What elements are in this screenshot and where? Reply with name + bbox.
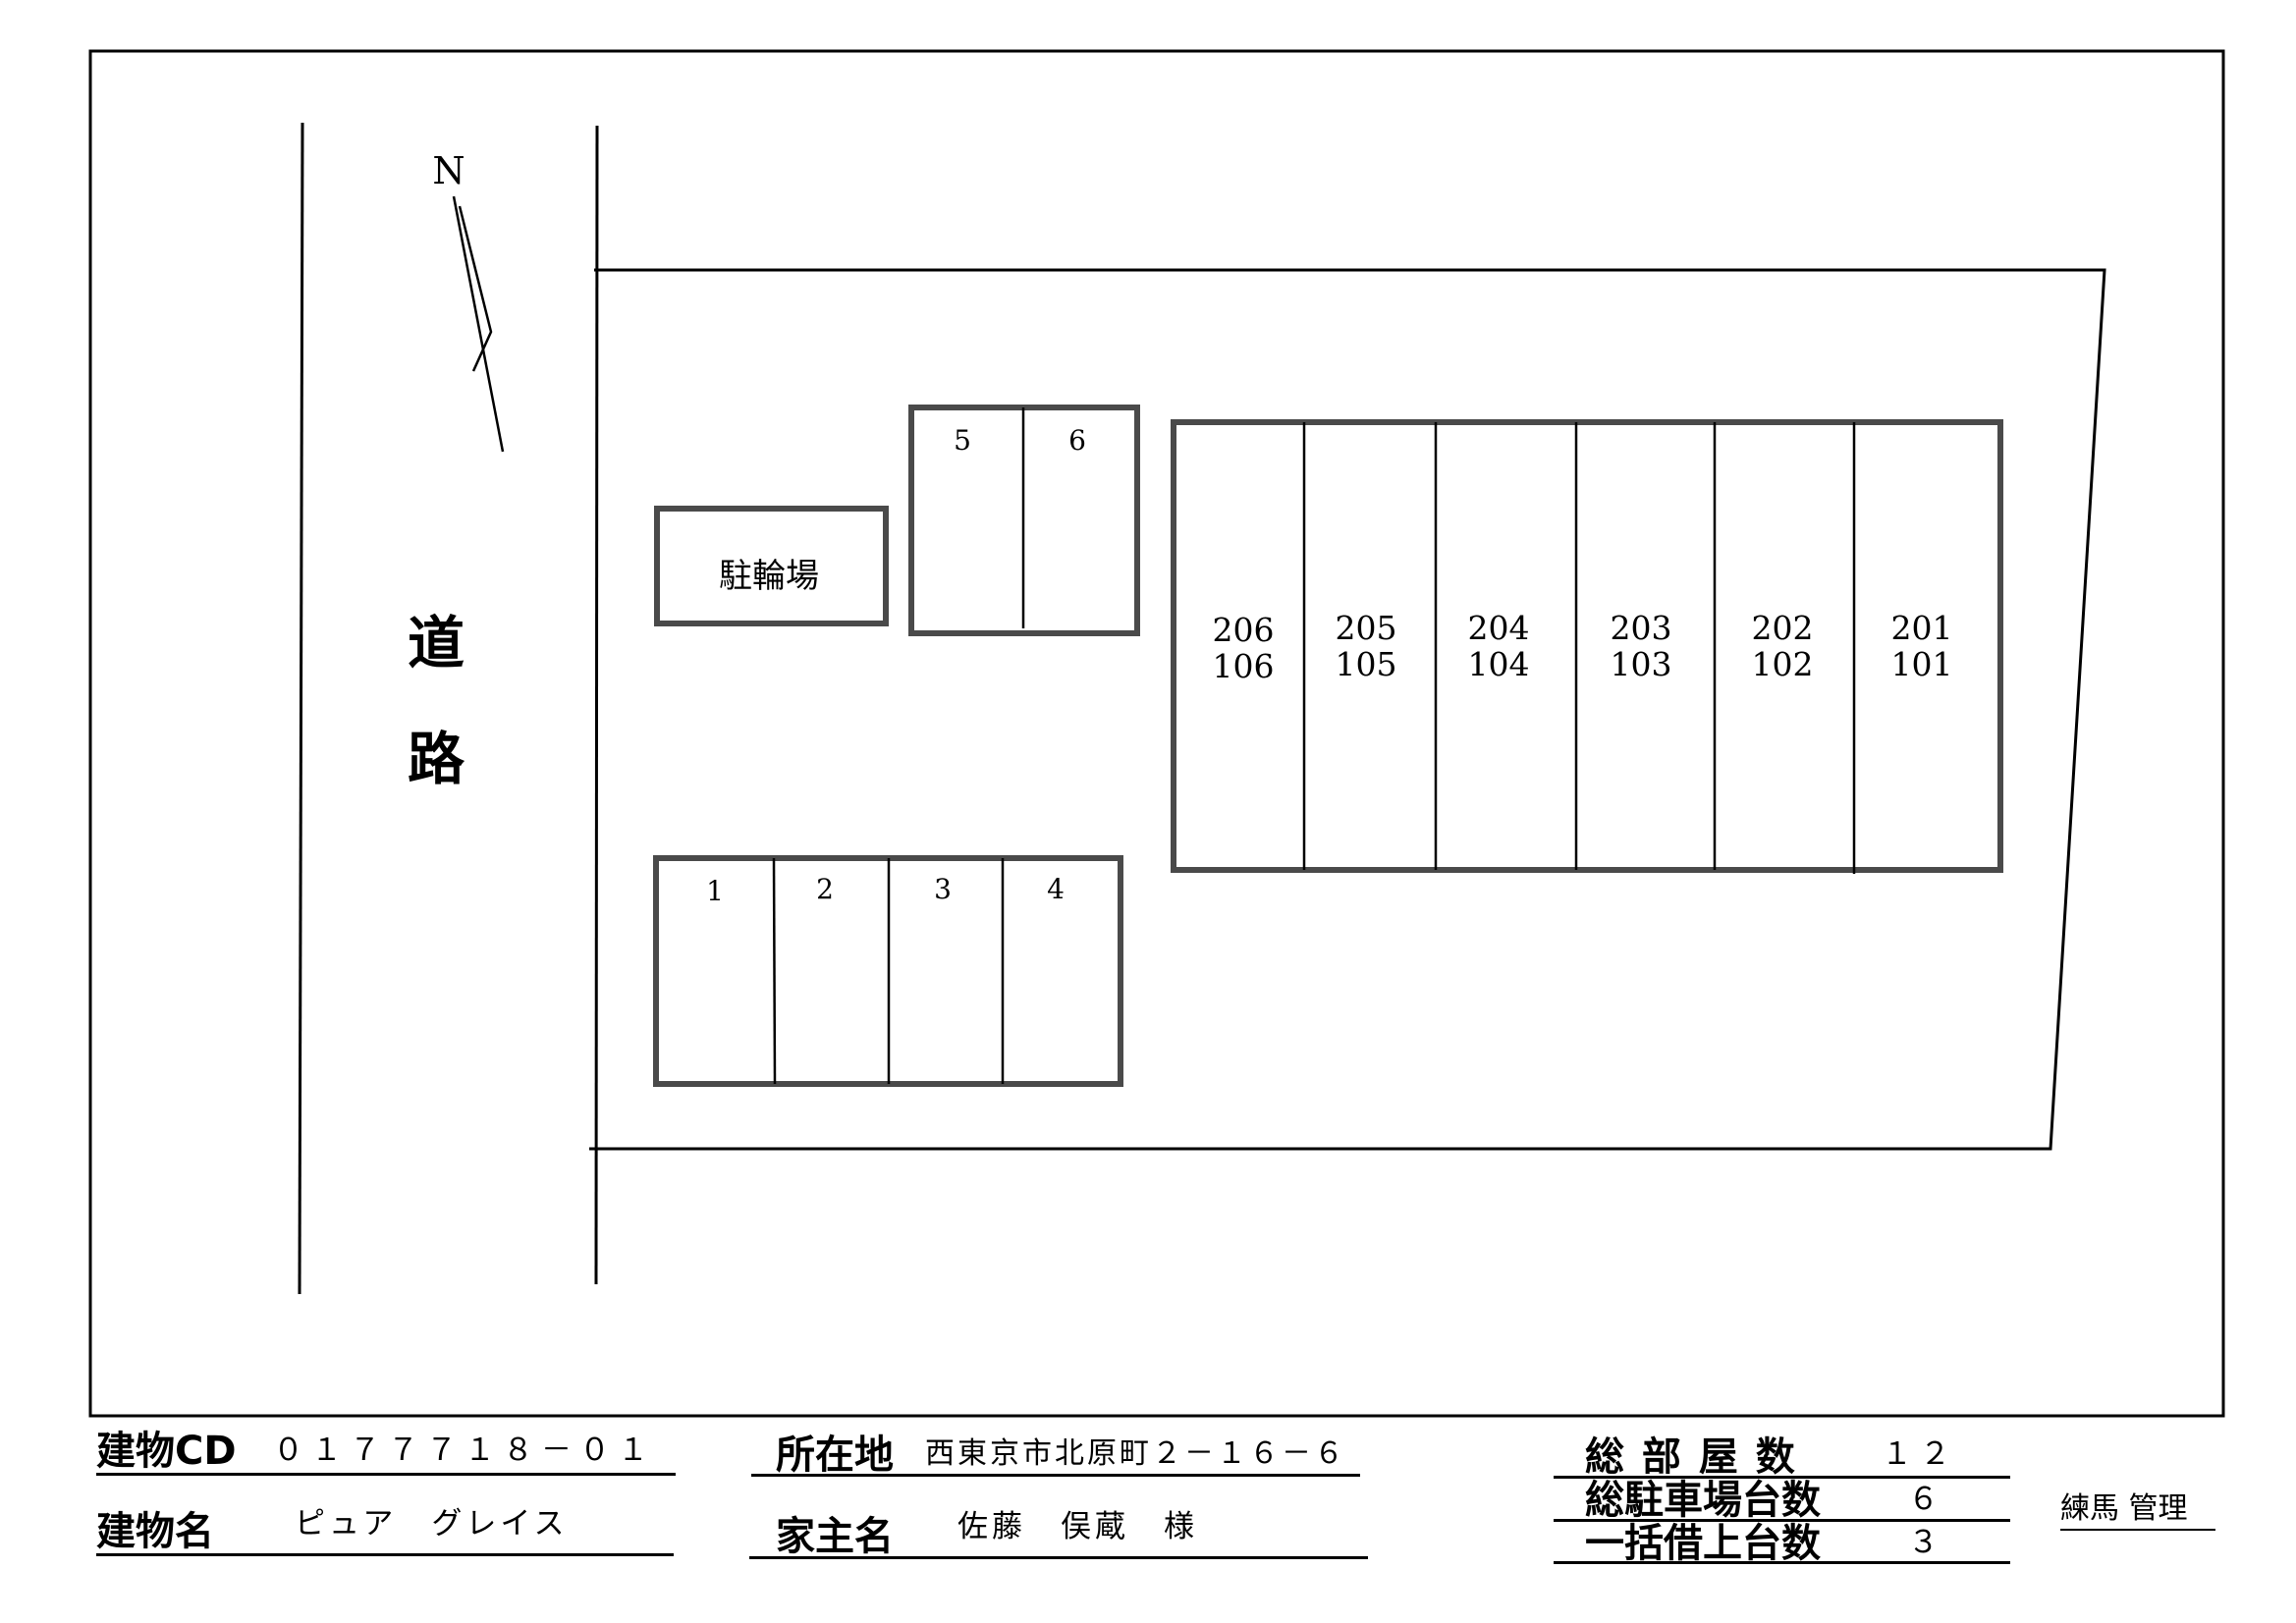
parking-space-1: 1 (706, 875, 724, 907)
parking-divider (772, 857, 777, 1085)
building-cd-value: ０１７７７１８－０１ (273, 1433, 656, 1468)
location-label: 所在地 (776, 1433, 894, 1478)
total-rooms-label: 総 部 屋 数 (1585, 1434, 1797, 1480)
underline (2060, 1529, 2215, 1531)
underline (751, 1474, 1360, 1477)
road-label-char-2: 路 (408, 726, 465, 792)
road-edge-left (298, 122, 304, 1295)
location-value: 西東京市北原町２－１６－６ (925, 1436, 1346, 1471)
unit-204: 204 (1468, 609, 1530, 647)
parking-space-5: 5 (954, 424, 971, 457)
building-name-value: ピュア グレイス (295, 1506, 569, 1542)
parking-space-2: 2 (816, 873, 834, 905)
bicycle-parking-area (654, 506, 889, 626)
building-name-label: 建物名 (96, 1509, 214, 1554)
unit-202: 202 (1752, 609, 1814, 647)
owner-label: 家主名 (776, 1514, 894, 1559)
apartment-building (1171, 419, 2003, 873)
compass-north-label: N (432, 149, 465, 192)
bulk-lease-label: 一括借上台数 (1585, 1521, 1821, 1566)
unit-101: 101 (1891, 645, 1953, 683)
underline (1554, 1561, 2010, 1564)
road-label-char-1: 道 (408, 610, 465, 676)
parking-space-3: 3 (934, 873, 952, 905)
parking-space-4: 4 (1047, 873, 1065, 905)
parking-space-6: 6 (1068, 424, 1086, 457)
unit-206: 206 (1213, 611, 1275, 649)
unit-102: 102 (1752, 645, 1814, 683)
manager-label: 練馬 管理 (2060, 1491, 2188, 1526)
underline (1554, 1519, 2010, 1522)
unit-105: 105 (1336, 645, 1397, 683)
drawing-frame (88, 49, 2225, 1418)
unit-203: 203 (1611, 609, 1672, 647)
unit-104: 104 (1468, 645, 1530, 683)
unit-205: 205 (1336, 609, 1397, 647)
building-cd-label: 建物CD (96, 1429, 237, 1474)
underline (1554, 1476, 2010, 1479)
underline (96, 1553, 674, 1556)
north-arrow-icon (452, 195, 505, 453)
unit-106: 106 (1213, 647, 1275, 685)
underline (749, 1556, 1368, 1559)
unit-103: 103 (1611, 645, 1672, 683)
total-parking-value: ６ (1908, 1482, 1946, 1517)
owner-value: 佐藤 俣蔵 様 (957, 1509, 1198, 1544)
underline (96, 1473, 676, 1476)
bicycle-parking-label: 駐輪場 (719, 557, 819, 596)
total-rooms-value: １２ (1882, 1436, 1958, 1472)
bulk-lease-value: ３ (1908, 1525, 1946, 1560)
site-boundary (589, 268, 2106, 1151)
unit-201: 201 (1891, 609, 1953, 647)
road-edge-right (594, 125, 599, 1285)
total-parking-label: 総駐車場台数 (1585, 1478, 1821, 1523)
